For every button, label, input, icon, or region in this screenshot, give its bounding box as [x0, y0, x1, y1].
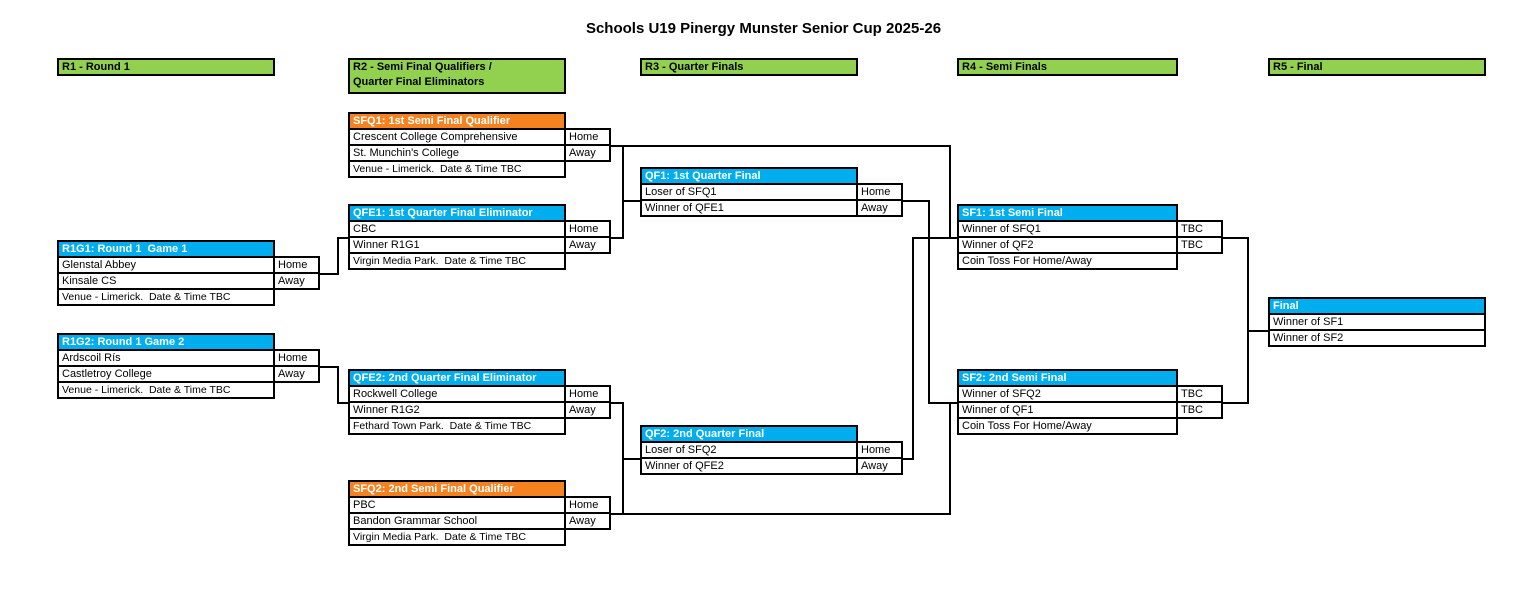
match-qf1-team1: Loser of SFQ1 [640, 183, 858, 201]
round-header-r5: R5 - Final [1268, 58, 1486, 76]
round-header-r3: R3 - Quarter Finals [640, 58, 858, 76]
match-sf2-tbc2-label: TBC [1176, 401, 1223, 419]
match-qfe1-venue: Virgin Media Park. Date & Time TBC [348, 252, 566, 270]
match-r1g1: R1G1: Round 1 Game 1 Glenstal Abbey Kins… [57, 240, 320, 306]
match-final-title: Final [1268, 297, 1486, 315]
match-sf1-note: Coin Toss For Home/Away [957, 252, 1178, 270]
match-qfe1-team2: Winner R1G1 [348, 236, 566, 254]
round-header-r1: R1 - Round 1 [57, 58, 275, 76]
match-r1g2: R1G2: Round 1 Game 2 Ardscoil Rís Castle… [57, 333, 320, 399]
match-sf2-note: Coin Toss For Home/Away [957, 417, 1178, 435]
connector-r1g1-to-qfe1 [318, 237, 348, 275]
connector-r1g2-to-qfe2 [318, 366, 348, 404]
match-sfq1-away-label: Away [564, 144, 611, 162]
connector-qf2-winner-to-sf1 [901, 237, 957, 460]
match-qfe1-away-label: Away [564, 236, 611, 254]
match-qf2-away-label: Away [856, 457, 903, 475]
match-qf1: QF1: 1st Quarter Final Loser of SFQ1 Win… [640, 167, 903, 217]
match-final: Final Winner of SF1 Winner of SF2 [1268, 297, 1486, 347]
match-r1g1-away-label: Away [273, 272, 320, 290]
match-qfe2: QFE2: 2nd Quarter Final Eliminator Rockw… [348, 369, 611, 435]
match-qf2-team2: Winner of QFE2 [640, 457, 858, 475]
connector-sfq2-qfe2-bracket [609, 402, 624, 514]
match-sfq2-title: SFQ2: 2nd Semi Final Qualifier [348, 480, 566, 498]
match-sfq2-away-label: Away [564, 512, 611, 530]
match-r1g1-title: R1G1: Round 1 Game 1 [57, 240, 275, 258]
match-r1g1-venue: Venue - Limerick. Date & Time TBC [57, 288, 275, 306]
match-qfe2-home-label: Home [564, 385, 611, 403]
page-title: Schools U19 Pinergy Munster Senior Cup 2… [585, 20, 942, 37]
round-header-r2: R2 - Semi Final Qualifiers / Quarter Fin… [348, 58, 566, 94]
match-sfq1-venue: Venue - Limerick. Date & Time TBC [348, 160, 566, 178]
match-qf1-team2: Winner of QFE1 [640, 199, 858, 217]
match-qfe1: QFE1: 1st Quarter Final Eliminator CBC W… [348, 204, 611, 270]
match-sfq1: SFQ1: 1st Semi Final Qualifier Crescent … [348, 112, 611, 178]
match-sf1: SF1: 1st Semi Final Winner of SFQ1 Winne… [957, 204, 1223, 270]
round-header-r4: R4 - Semi Finals [957, 58, 1178, 76]
connector-sfq1-qfe1-bracket [609, 146, 624, 239]
match-qf1-away-label: Away [856, 199, 903, 217]
match-sfq1-title: SFQ1: 1st Semi Final Qualifier [348, 112, 566, 130]
match-sf1-tbc2-label: TBC [1176, 236, 1223, 254]
match-sf2-tbc1-label: TBC [1176, 385, 1223, 403]
connector-qf1-winner-to-sf2 [901, 200, 957, 404]
connector-sf1-to-final [1221, 237, 1268, 332]
match-qf1-title: QF1: 1st Quarter Final [640, 167, 858, 185]
match-sf2: SF2: 2nd Semi Final Winner of SFQ2 Winne… [957, 369, 1223, 435]
match-sfq2-venue: Virgin Media Park. Date & Time TBC [348, 528, 566, 546]
match-r1g2-venue: Venue - Limerick. Date & Time TBC [57, 381, 275, 399]
match-qf2: QF2: 2nd Quarter Final Loser of SFQ2 Win… [640, 425, 903, 475]
match-qfe2-title: QFE2: 2nd Quarter Final Eliminator [348, 369, 566, 387]
match-qfe2-away-label: Away [564, 401, 611, 419]
connector-sf2-to-final [1221, 331, 1249, 404]
match-final-team2: Winner of SF2 [1268, 329, 1486, 347]
match-sf2-title: SF2: 2nd Semi Final [957, 369, 1178, 387]
match-sfq2: SFQ2: 2nd Semi Final Qualifier PBC Bando… [348, 480, 611, 546]
match-sfq1-home-label: Home [564, 128, 611, 146]
match-sfq1-team1: Crescent College Comprehensive [348, 128, 566, 146]
match-r1g2-away-label: Away [273, 365, 320, 383]
match-r1g2-home-label: Home [273, 349, 320, 367]
match-r1g1-team2: Kinsale CS [57, 272, 275, 290]
match-r1g2-title: R1G2: Round 1 Game 2 [57, 333, 275, 351]
match-qfe2-venue: Fethard Town Park. Date & Time TBC [348, 417, 566, 435]
